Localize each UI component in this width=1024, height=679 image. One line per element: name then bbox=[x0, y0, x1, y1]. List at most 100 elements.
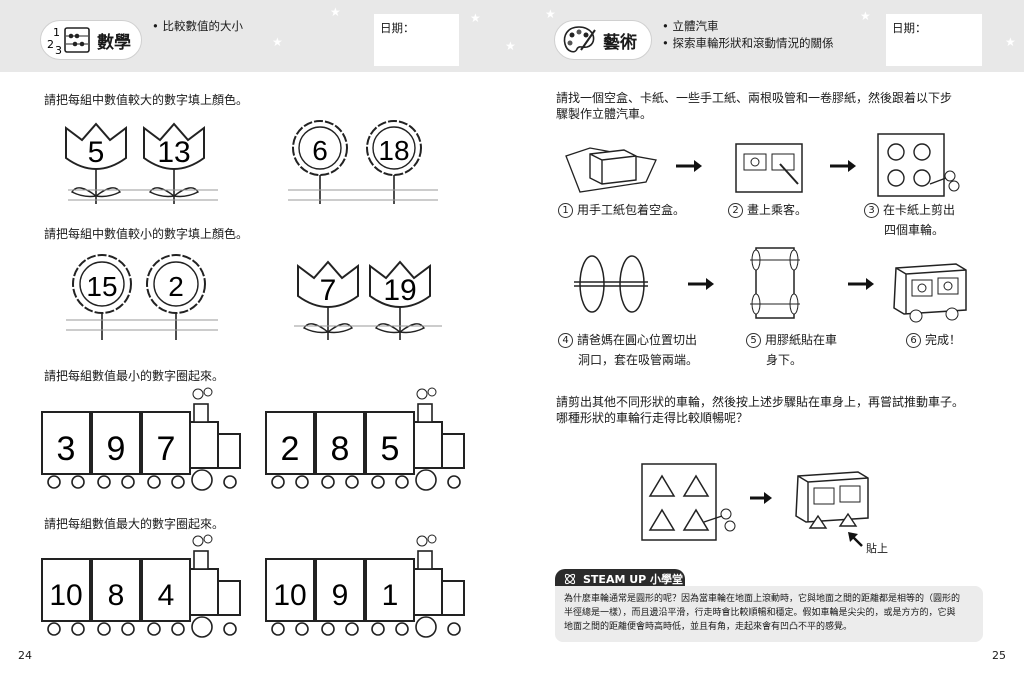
train-number: 4 bbox=[158, 579, 175, 612]
star-icon: ★ bbox=[470, 11, 481, 25]
steam-line: 為什麼車輪通常是圓形的呢？因為當車輪在地面上滾動時，它與地面之間的距離都是相等的… bbox=[564, 594, 961, 604]
atom-icon bbox=[564, 573, 576, 585]
flower-number: 6 bbox=[312, 135, 328, 166]
star-icon: ★ bbox=[272, 35, 283, 49]
subject-badge-math: 2 3 1 數學 bbox=[40, 20, 142, 60]
stick-label: 貼上 bbox=[866, 542, 888, 555]
palette-icon bbox=[563, 26, 596, 53]
star-icon: ★ bbox=[545, 7, 556, 21]
question-3: 請把每組數值最小的數字圈起來。 bbox=[44, 369, 225, 383]
arrow-up-left-icon bbox=[848, 532, 863, 547]
train-number: 3 bbox=[57, 430, 76, 468]
star-icon: ★ bbox=[330, 5, 341, 19]
q4-trains: 10 8 4 10 9 1 bbox=[41, 534, 465, 638]
triangle-wheels-illustration bbox=[641, 463, 869, 541]
abacus-icon: 2 3 1 bbox=[47, 26, 90, 56]
subject-title: 藝術 bbox=[603, 32, 637, 53]
train: 2 8 5 bbox=[265, 387, 465, 491]
steam-line: 半徑總是一樣），而且邊沿平滑，行走時會比較順暢和穩定。假如車輪是尖尖的，或是方方… bbox=[564, 608, 956, 618]
train-car[interactable] bbox=[265, 558, 315, 622]
steps-row-2 bbox=[574, 247, 967, 323]
straw-wheels-illustration bbox=[574, 255, 648, 313]
q3-trains: 3 9 7 2 8 5 bbox=[41, 387, 465, 491]
steam-line: 地面之間的距離便會時高時低，並且有角，走起來會有凹凸不平的感覺。 bbox=[564, 622, 853, 632]
subject-badge-art: 藝術 bbox=[554, 20, 652, 60]
question-4: 請把每組數值最大的數字圈起來。 bbox=[44, 517, 225, 531]
svg-text:2: 2 bbox=[47, 38, 54, 51]
page-number: 25 bbox=[992, 649, 1006, 662]
steam-header: STEAM UP 小學堂 bbox=[555, 569, 685, 589]
cut-wheels-illustration bbox=[877, 133, 960, 197]
train-number: 7 bbox=[157, 430, 176, 468]
steps-row-1 bbox=[565, 133, 960, 197]
question-2: 請把每組中數值較小的數字填上顏色。 bbox=[44, 227, 249, 241]
question-line: 請剪出其他不同形狀的車輪，然後按上述步驟貼在車身上，再嘗試推動車子。 bbox=[556, 395, 965, 409]
star-icon: ★ bbox=[1005, 35, 1016, 49]
train-car[interactable] bbox=[365, 558, 415, 622]
train-car[interactable] bbox=[141, 558, 191, 622]
header-band bbox=[0, 0, 1024, 72]
box-wrapping-illustration bbox=[565, 147, 657, 193]
date-field[interactable]: 日期： bbox=[886, 14, 982, 66]
steam-title: STEAM UP 小學堂 bbox=[583, 573, 684, 586]
flower-number: 18 bbox=[378, 135, 409, 166]
train-car[interactable] bbox=[41, 558, 91, 622]
train-car[interactable] bbox=[265, 411, 315, 475]
flower-number: 2 bbox=[168, 271, 184, 302]
finished-car-illustration bbox=[893, 263, 967, 323]
flower-number: 7 bbox=[320, 274, 337, 307]
train-car[interactable] bbox=[315, 558, 365, 622]
train-number: 8 bbox=[331, 430, 350, 468]
train-number: 2 bbox=[281, 430, 300, 468]
tulip-flower[interactable]: 7 bbox=[297, 260, 359, 340]
flower-number: 5 bbox=[88, 136, 105, 169]
flower-number: 15 bbox=[86, 271, 117, 302]
instruction-line: 請找一個空盒、卡紙、一些手工紙、兩根吸管和一卷膠紙，然後跟着以下步 bbox=[556, 91, 953, 105]
topic-item: • 立體汽車 bbox=[662, 19, 719, 33]
star-icon: ★ bbox=[505, 39, 516, 53]
train-car[interactable] bbox=[41, 411, 91, 475]
train-car[interactable] bbox=[365, 411, 415, 475]
round-flower[interactable]: 15 bbox=[72, 254, 132, 340]
tulip-flower[interactable]: 5 bbox=[65, 122, 127, 204]
q2-flowers: 15 2 7 19 bbox=[66, 254, 442, 340]
topic-item: • 比較數值的大小 bbox=[152, 19, 243, 33]
tulip-flower[interactable]: 19 bbox=[369, 260, 431, 340]
train-car[interactable] bbox=[91, 411, 141, 475]
tape-wheels-illustration bbox=[750, 247, 800, 319]
svg-text:3: 3 bbox=[55, 44, 62, 56]
round-flower[interactable]: 6 bbox=[292, 120, 348, 204]
flower-number: 19 bbox=[383, 274, 416, 307]
train-number: 5 bbox=[381, 430, 400, 468]
instruction-line: 驟製作立體汽車。 bbox=[556, 107, 653, 121]
train: 3 9 7 bbox=[41, 387, 241, 491]
train-car[interactable] bbox=[91, 558, 141, 622]
star-icon: ★ bbox=[860, 9, 871, 23]
steam-explanation: 為什麼車輪通常是圓形的呢？因為當車輪在地面上滾動時，它與地面之間的距離都是相等的… bbox=[555, 586, 983, 642]
flower-number: 13 bbox=[157, 136, 190, 169]
train-number: 9 bbox=[107, 430, 126, 468]
train-car[interactable] bbox=[315, 411, 365, 475]
svg-text:1: 1 bbox=[53, 26, 60, 39]
subject-title: 數學 bbox=[97, 32, 131, 53]
train-number: 10 bbox=[273, 579, 306, 612]
page-number: 24 bbox=[18, 649, 32, 662]
q1-flowers: 5 13 6 18 bbox=[65, 120, 438, 204]
tulip-flower[interactable]: 13 bbox=[143, 122, 205, 204]
train: 10 9 1 bbox=[265, 534, 465, 638]
date-field[interactable]: 日期： bbox=[374, 14, 459, 66]
draw-passengers-illustration bbox=[735, 143, 803, 193]
round-flower[interactable]: 18 bbox=[366, 120, 422, 204]
train-number: 1 bbox=[382, 579, 399, 612]
topic-item: • 探索車輪形狀和滾動情況的關係 bbox=[662, 36, 834, 50]
question-line: 哪種形狀的車輪行走得比較順暢呢？ bbox=[556, 411, 749, 425]
train-number: 9 bbox=[332, 579, 349, 612]
train: 10 8 4 bbox=[41, 534, 241, 638]
round-flower[interactable]: 2 bbox=[146, 254, 206, 340]
question-1: 請把每組中數值較大的數字填上顏色。 bbox=[44, 93, 249, 107]
